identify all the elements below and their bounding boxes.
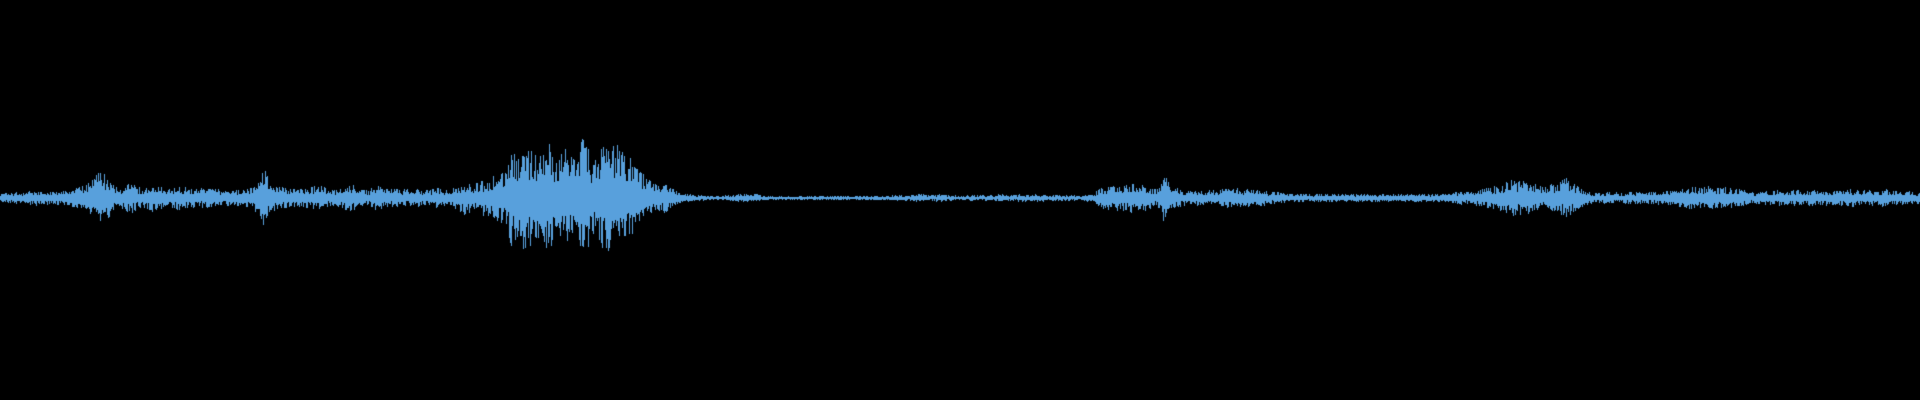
audio-waveform — [0, 0, 1920, 400]
waveform-panel — [0, 0, 1920, 400]
